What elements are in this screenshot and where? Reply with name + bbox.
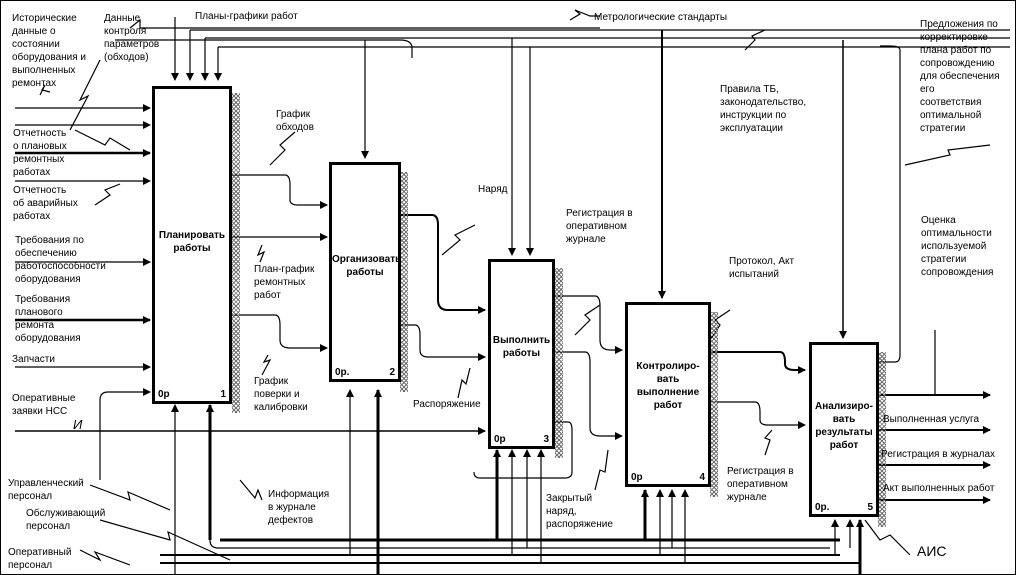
label-work-order: Наряд <box>478 184 508 195</box>
label-proposals: Предложения по корректировке плана работ… <box>920 19 1000 134</box>
label-optimality: Оценка оптимальности используемой страте… <box>921 215 994 278</box>
label-management-staff: Управленческий персонал <box>8 478 84 502</box>
box-4-number: 4 <box>699 472 705 483</box>
activity-box-1[interactable]: Планировать работы 0р 1 <box>152 86 232 404</box>
box-3-number: 3 <box>543 434 549 445</box>
label-maintenance-staff: Обслуживающий персонал <box>26 508 106 532</box>
box-5-title: Анализиро- вать результаты работ <box>815 401 873 451</box>
activity-box-3[interactable]: Выполнить работы 0р 3 <box>488 259 555 449</box>
label-journal-registration: Регистрация в журналах <box>881 449 996 460</box>
label-work-schedules: Планы-графики работ <box>195 11 298 22</box>
box-5-number: 5 <box>867 502 873 513</box>
box-2-shadow <box>400 172 408 392</box>
activity-box-2[interactable]: Организовать работы 0р. 2 <box>329 162 401 382</box>
label-ais: АИС <box>917 543 947 559</box>
label-control-data: Данные контроля параметров (обходов) <box>104 13 160 63</box>
label-planned-repair-reqs: Требования планового ремонта оборудовани… <box>15 294 81 344</box>
label-repair-plan: План-график ремонтных работ <box>254 264 315 301</box>
label-order: Распоряжение <box>413 399 481 410</box>
label-planned-reports: Отчетность о плановых ремонтных работах <box>13 128 67 178</box>
box-2-number: 2 <box>389 367 395 378</box>
box-4-title: Контролиро- вать выполнение работ <box>636 361 700 411</box>
box-3-title: Выполнить работы <box>492 335 551 359</box>
input-arrow-operative <box>99 388 151 480</box>
box-1-title: Планировать работы <box>158 230 226 254</box>
box-5-shadow <box>878 352 886 527</box>
label-i-mark: И <box>73 417 83 432</box>
box-3-shadow <box>555 268 563 458</box>
label-calibration-schedule: График поверки и калибровки <box>254 376 308 413</box>
label-completion-act: Акт выполненных работ <box>883 483 995 494</box>
box-2-title: Организовать работы <box>332 254 402 278</box>
box-4-op: 0р <box>631 472 643 483</box>
box-1-shadow <box>232 93 240 413</box>
label-safety-rules: Правила ТБ, законодательство, инструкции… <box>720 84 807 134</box>
label-metrology: Метрологические стандарты <box>594 12 728 23</box>
label-service-done: Выполненная услуга <box>883 414 980 425</box>
label-emergency-reports: Отчетность об аварийных работах <box>13 185 78 222</box>
label-closed-order: Закрытый наряд, распоряжение <box>546 493 613 530</box>
box-3-op: 0р <box>494 434 506 445</box>
label-round-schedule: График обходов <box>276 109 314 133</box>
label-historical-data: Исторические данные о состоянии оборудов… <box>12 13 87 89</box>
label-spare-parts: Запчасти <box>12 354 55 365</box>
activity-box-4[interactable]: Контролиро- вать выполнение работ 0р 4 <box>625 302 711 487</box>
box-2-op: 0р. <box>335 367 350 378</box>
label-defects-info: Информация в журнале дефектов <box>268 489 330 526</box>
activity-box-5[interactable]: Анализиро- вать результаты работ 0р. 5 <box>809 342 879 517</box>
label-registration-journal-3: Регистрация в оперативном журнале <box>566 208 633 245</box>
label-registration-journal-4: Регистрация в оперативном журнале <box>727 466 794 503</box>
label-reliability-reqs: Требования по обеспечению работоспособно… <box>15 235 106 285</box>
box-1-op: 0р <box>158 389 170 400</box>
label-operational-staff: Оперативный персонал <box>8 547 72 571</box>
label-protocol: Протокол, Акт испытаний <box>729 256 795 280</box>
box-5-op: 0р. <box>815 502 830 513</box>
label-operative-requests: Оперативные заявки НСС <box>12 393 76 417</box>
box-4-shadow <box>710 312 718 497</box>
box-1-number: 1 <box>220 389 226 400</box>
